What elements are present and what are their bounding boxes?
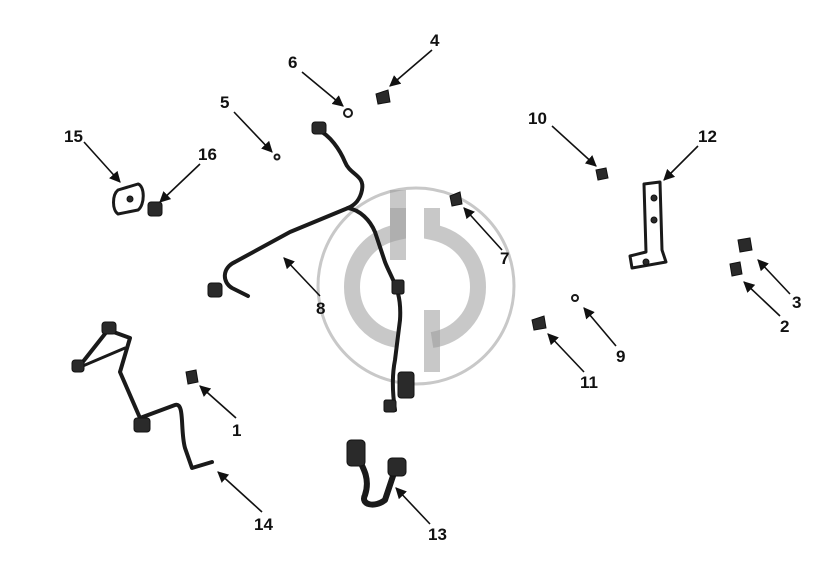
part-5-washer — [273, 153, 281, 161]
part-3-fitting — [737, 237, 753, 253]
part-13-hose-fitting — [346, 439, 407, 508]
part-9-washer — [571, 294, 579, 302]
part-7-fitting — [449, 191, 463, 207]
part-12-bracket — [628, 180, 668, 270]
callout-1: 1 — [232, 421, 241, 440]
callout-2: 2 — [780, 317, 789, 336]
callout-11: 11 — [580, 373, 598, 392]
callout-13: 13 — [428, 525, 447, 544]
part-2-screw — [729, 261, 743, 277]
part-4-fitting — [375, 89, 391, 105]
part-14-lower-fuel-line — [71, 321, 214, 470]
callout-9: 9 — [616, 347, 625, 366]
callout-10: 10 — [528, 109, 547, 128]
callout-labels: 4 6 5 15 16 10 12 7 8 3 2 9 11 1 14 13 — [64, 31, 801, 544]
part-11-fitting — [531, 315, 547, 331]
callout-16: 16 — [198, 145, 217, 164]
part-15-gasket — [112, 182, 145, 216]
callout-4: 4 — [430, 31, 440, 50]
callout-7: 7 — [500, 249, 509, 268]
callout-8: 8 — [316, 299, 325, 318]
callout-12: 12 — [698, 127, 717, 146]
part-1-screw — [185, 369, 199, 385]
part-6-washer — [343, 108, 353, 118]
part-8-fuel-line-assembly — [207, 121, 415, 413]
leader-lines — [83, 49, 791, 525]
callout-6: 6 — [288, 53, 297, 72]
callout-15: 15 — [64, 127, 83, 146]
callout-14: 14 — [254, 515, 273, 534]
part-16-fitting — [147, 201, 163, 217]
watermark-logo — [316, 186, 516, 386]
callout-3: 3 — [792, 293, 801, 312]
callout-5: 5 — [220, 93, 229, 112]
part-10-screw — [595, 167, 609, 181]
